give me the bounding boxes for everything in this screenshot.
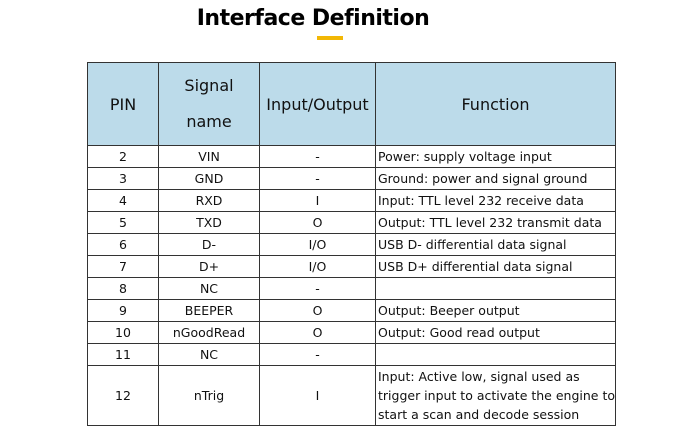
function-cell: Input: Active low, signal used as trigge… bbox=[375, 365, 616, 426]
pin-cell: 10 bbox=[87, 321, 159, 344]
function-cell: Output: Beeper output bbox=[375, 299, 616, 322]
function-cell: Power: supply voltage input bbox=[375, 145, 616, 168]
pin-cell: 7 bbox=[87, 255, 159, 278]
function-cell: Output: TTL level 232 transmit data bbox=[375, 211, 616, 234]
signal-name-cell: NC bbox=[158, 277, 260, 300]
header-input-output: Input/Output bbox=[259, 62, 376, 146]
function-cell: Output: Good read output bbox=[375, 321, 616, 344]
signal-name-cell: RXD bbox=[158, 189, 260, 212]
page-title: Interface Definition bbox=[196, 6, 430, 31]
pin-cell: 6 bbox=[87, 233, 159, 256]
pin-cell: 4 bbox=[87, 189, 159, 212]
pin-cell: 12 bbox=[87, 365, 159, 426]
input-output-cell: - bbox=[259, 145, 376, 168]
signal-name-cell: nTrig bbox=[158, 365, 260, 426]
header-signal-line2: name bbox=[186, 112, 232, 131]
signal-name-cell: VIN bbox=[158, 145, 260, 168]
input-output-cell: I/O bbox=[259, 255, 376, 278]
input-output-cell: O bbox=[259, 321, 376, 344]
function-cell: Input: TTL level 232 receive data bbox=[375, 189, 616, 212]
input-output-cell: - bbox=[259, 167, 376, 190]
header-row: PIN Signal name Input/Output Function bbox=[87, 62, 616, 146]
pin-cell: 3 bbox=[87, 167, 159, 190]
table-header: PIN Signal name Input/Output Function bbox=[87, 62, 616, 146]
function-cell bbox=[375, 277, 616, 300]
signal-name-cell: BEEPER bbox=[158, 299, 260, 322]
header-signal-name: Signal name bbox=[158, 62, 260, 146]
signal-name-cell: TXD bbox=[158, 211, 260, 234]
input-output-cell: O bbox=[259, 299, 376, 322]
function-cell: USB D- differential data signal bbox=[375, 233, 616, 256]
input-output-cell: O bbox=[259, 211, 376, 234]
signal-name-cell: GND bbox=[158, 167, 260, 190]
pin-cell: 5 bbox=[87, 211, 159, 234]
signal-name-cell: NC bbox=[158, 343, 260, 366]
signal-name-cell: D- bbox=[158, 233, 260, 256]
function-cell: Ground: power and signal ground bbox=[375, 167, 616, 190]
input-output-cell: - bbox=[259, 343, 376, 366]
pin-cell: 8 bbox=[87, 277, 159, 300]
header-pin: PIN bbox=[87, 62, 159, 146]
signal-name-cell: D+ bbox=[158, 255, 260, 278]
pin-cell: 2 bbox=[87, 145, 159, 168]
header-signal-line1: Signal bbox=[184, 76, 234, 95]
input-output-cell: - bbox=[259, 277, 376, 300]
title-accent-underline bbox=[317, 36, 343, 40]
signal-name-cell: nGoodRead bbox=[158, 321, 260, 344]
function-cell: USB D+ differential data signal bbox=[375, 255, 616, 278]
input-output-cell: I bbox=[259, 365, 376, 426]
input-output-cell: I/O bbox=[259, 233, 376, 256]
function-cell bbox=[375, 343, 616, 366]
input-output-cell: I bbox=[259, 189, 376, 212]
header-function: Function bbox=[375, 62, 616, 146]
pin-cell: 9 bbox=[87, 299, 159, 322]
pin-cell: 11 bbox=[87, 343, 159, 366]
